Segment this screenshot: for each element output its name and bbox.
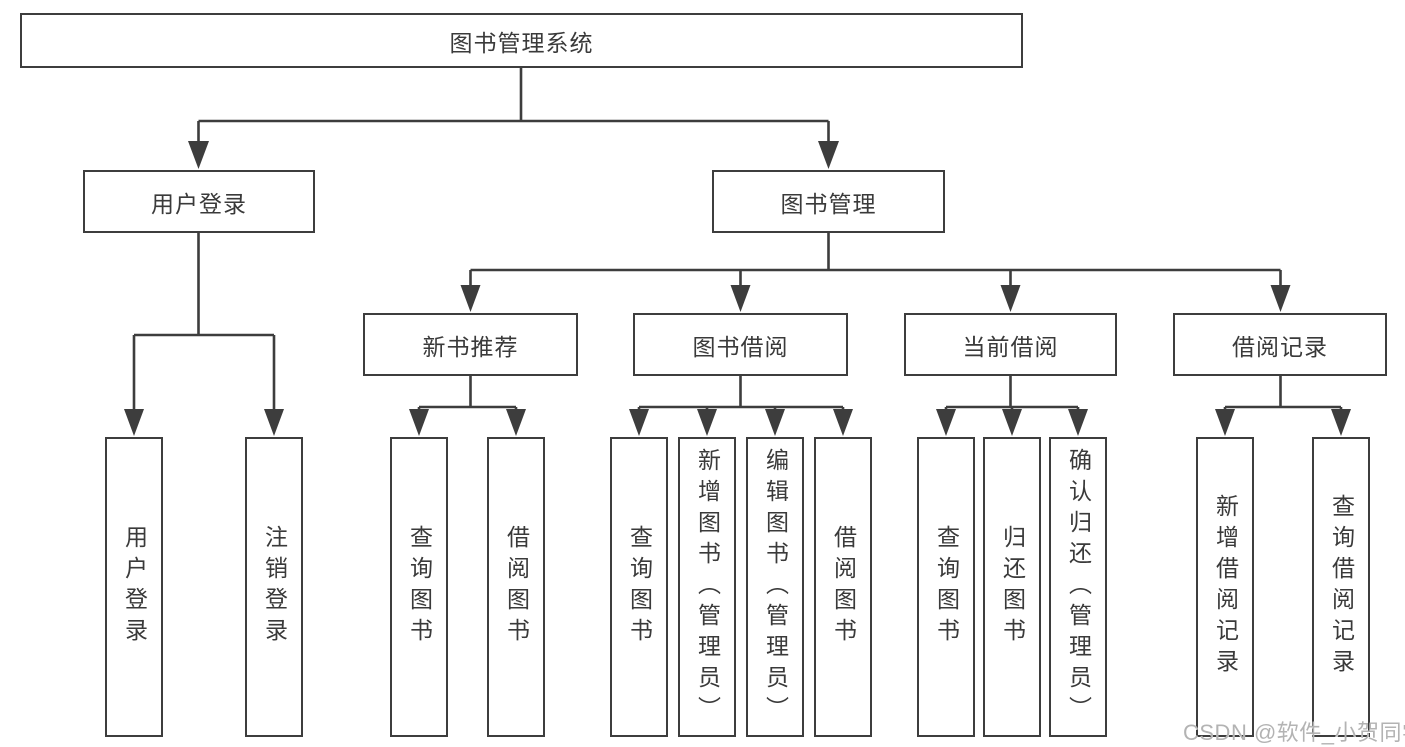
leaf-query-books-1: 查询图书 <box>390 437 448 737</box>
node-borrow-records: 借阅记录 <box>1173 313 1387 376</box>
node-label: 注销登录 <box>261 525 288 649</box>
node-label: 查询图书 <box>626 525 653 649</box>
leaf-user-login: 用户登录 <box>105 437 163 737</box>
node-label: 确认归还（管理员） <box>1065 447 1092 727</box>
node-root-system: 图书管理系统 <box>20 13 1023 68</box>
node-user-login: 用户登录 <box>83 170 315 233</box>
leaf-logout: 注销登录 <box>245 437 303 737</box>
node-label: 编辑图书（管理员） <box>762 447 789 727</box>
node-label: 当前借阅 <box>962 333 1059 360</box>
node-label: 借阅图书 <box>830 525 857 649</box>
leaf-edit-books-admin: 编辑图书（管理员） <box>746 437 804 737</box>
node-label: 图书管理 <box>780 190 877 217</box>
leaf-confirm-return-admin: 确认归还（管理员） <box>1049 437 1107 737</box>
arrowheads <box>124 141 1351 436</box>
node-label: 查询借阅记录 <box>1328 494 1355 680</box>
node-label: 用户登录 <box>121 525 148 649</box>
node-label: 图书管理系统 <box>449 29 594 56</box>
leaf-borrow-books-2: 借阅图书 <box>814 437 872 737</box>
node-label: 新增图书（管理员） <box>694 447 721 727</box>
leaf-borrow-books-1: 借阅图书 <box>487 437 545 737</box>
csdn-watermark: CSDN @软件_小贺同学 <box>1183 720 1405 745</box>
node-label: 查询图书 <box>406 525 433 649</box>
node-current-borrow: 当前借阅 <box>904 313 1117 376</box>
leaf-add-books-admin: 新增图书（管理员） <box>678 437 736 737</box>
node-label: 归还图书 <box>999 525 1026 649</box>
node-label: 借阅记录 <box>1232 333 1328 360</box>
node-label: 借阅图书 <box>503 525 530 649</box>
leaf-return-books: 归还图书 <box>983 437 1041 737</box>
leaf-query-borrow-record: 查询借阅记录 <box>1312 437 1370 737</box>
node-book-borrow: 图书借阅 <box>633 313 848 376</box>
node-label: 新增借阅记录 <box>1212 494 1239 680</box>
leaf-query-books-2: 查询图书 <box>610 437 668 737</box>
node-new-book-recommend: 新书推荐 <box>363 313 578 376</box>
node-label: 新书推荐 <box>422 333 519 360</box>
node-label: 用户登录 <box>151 190 247 217</box>
node-label: 查询图书 <box>933 525 960 649</box>
leaf-query-books-3: 查询图书 <box>917 437 975 737</box>
node-book-management: 图书管理 <box>712 170 945 233</box>
node-label: 图书借阅 <box>692 333 789 360</box>
leaf-add-borrow-record: 新增借阅记录 <box>1196 437 1254 737</box>
